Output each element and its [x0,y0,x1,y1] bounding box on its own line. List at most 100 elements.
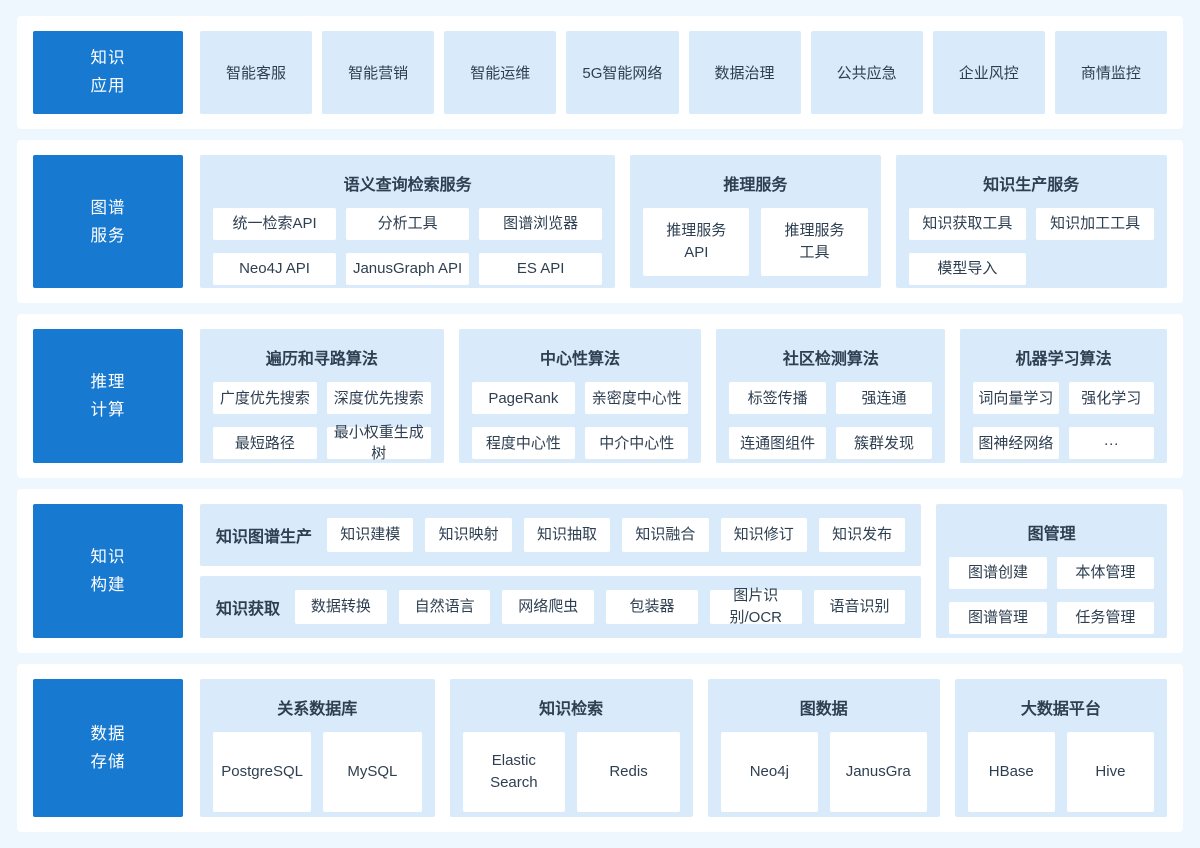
panel-knowledge-retrieval: 知识检索 Elastic Search Redis [449,678,693,818]
item-box: Neo4J API [213,252,337,285]
item-box: Hive [1066,731,1154,812]
layer-label-line: 推理 [90,373,126,392]
layer-label-line: 存储 [90,752,126,771]
item-box: 包装器 [606,589,698,624]
item-box: 词向量学习 [973,382,1059,415]
item-box: 广度优先搜索 [213,382,317,415]
item-box: JanusGraph API [346,252,470,285]
item-box: Elastic Search [462,731,566,812]
band-knowledge-graph-production: 知识图谱生产 知识建模 知识映射 知识抽取 知识融合 知识修订 知识发布 [200,504,922,566]
item-box: 推理服务 工具 [761,207,868,276]
item-box: 知识发布 [818,517,906,552]
item-box: 强化学习 [1068,382,1154,415]
panel-item-row: Neo4j JanusGra [720,731,927,812]
item-box: 知识获取工具 [908,207,1027,240]
band-label: 知识获取 [216,600,281,618]
panel-item-row: PostgreSQL MySQL [213,731,422,812]
panel-item-grid: PageRank 亲密度中心性 程度中心性 中介中心性 [471,382,689,460]
item-box: 中介中心性 [585,427,689,460]
panel-relational-database: 关系数据库 PostgreSQL MySQL [200,678,435,818]
application-chip-list: 智能客服 智能营销 智能运维 5G智能网络 数据治理 公共应急 企业风控 商情监… [200,31,1167,114]
panel-item-row: Elastic Search Redis [462,731,680,812]
item-box: ES API [479,252,603,285]
app-chip: 智能营销 [322,31,435,114]
panel-bigdata-platform: 大数据平台 HBase Hive [954,678,1167,818]
app-chip: 5G智能网络 [566,31,679,114]
layer-graph-services: 图谱 服务 语义查询检索服务 统一检索API 分析工具 图谱浏览器 Neo4J … [17,139,1183,304]
panel-title: 知识生产服务 [983,176,1080,194]
panel-title: 知识检索 [539,700,604,718]
item-box: 程度中心性 [471,427,576,460]
item-box: 图谱创建 [949,557,1047,590]
app-chip: 企业风控 [932,31,1045,114]
panel-traversal-pathfinding-algorithms: 遍历和寻路算法 广度优先搜索 深度优先搜索 最短路径 最小权重生成树 [200,329,444,464]
item-box: 簇群发现 [835,427,933,460]
item-box: 推理服务 API [643,207,750,276]
item-box: MySQL [323,731,422,812]
item-box: 统一检索API [213,207,337,240]
layer-label-line: 应用 [90,77,126,96]
item-box: 最短路径 [213,427,317,460]
item-box: 亲密度中心性 [585,382,689,415]
panel-machine-learning-algorithms: 机器学习算法 词向量学习 强化学习 图神经网络 ··· [960,329,1167,464]
panel-item-row: HBase Hive [967,731,1154,812]
panel-title: 中心性算法 [540,351,621,369]
layer-reasoning-computation: 推理 计算 遍历和寻路算法 广度优先搜索 深度优先搜索 最短路径 最小权重生成树… [17,314,1183,479]
item-box: PageRank [471,382,576,415]
panel-title: 图管理 [1027,526,1076,544]
layer-knowledge-construction: 知识 构建 知识图谱生产 知识建模 知识映射 知识抽取 知识融合 知识修订 知识… [17,489,1183,653]
panel-item-grid: 统一检索API 分析工具 图谱浏览器 Neo4J API JanusGraph … [213,207,603,285]
panel-graph-data: 图数据 Neo4j JanusGra [707,678,940,818]
layer-label-line: 知识 [90,547,126,566]
app-chip: 智能运维 [444,31,557,114]
panel-item-grid: 标签传播 强连通 连通图组件 簇群发现 [729,382,933,460]
app-chip: 公共应急 [810,31,923,114]
item-box: 知识加工工具 [1036,207,1154,240]
panel-title: 图数据 [799,700,848,718]
panel-reasoning-service: 推理服务 推理服务 API 推理服务 工具 [630,154,881,289]
layer-label-line: 服务 [90,226,126,245]
app-chip: 数据治理 [688,31,801,114]
app-chip: 智能客服 [200,31,313,114]
layer-label-line: 图谱 [90,198,126,217]
panel-title: 语义查询检索服务 [343,176,472,194]
panel-item-row: 推理服务 API 推理服务 工具 [643,207,868,276]
item-box: 分析工具 [346,207,470,240]
item-box: 知识抽取 [523,517,611,552]
data-storage-content: 关系数据库 PostgreSQL MySQL 知识检索 Elastic Sear… [200,678,1167,818]
graph-services-content: 语义查询检索服务 统一检索API 分析工具 图谱浏览器 Neo4J API Ja… [200,154,1167,289]
panel-item-grid: 知识获取工具 知识加工工具 模型导入 [908,207,1154,285]
panel-title: 推理服务 [723,176,788,194]
item-box: Redis [577,731,680,812]
panel-item-grid: 广度优先搜索 深度优先搜索 最短路径 最小权重生成树 [213,382,431,462]
panel-item-grid: 图谱创建 本体管理 图谱管理 任务管理 [949,557,1154,635]
item-box: 模型导入 [908,252,1027,285]
item-box: 图谱浏览器 [479,207,603,240]
layer-label-reasoning-computation: 推理 计算 [33,329,183,464]
item-box: 自然语言 [398,589,491,624]
item-box: HBase [967,731,1055,812]
layer-label-line: 构建 [90,575,126,594]
item-box: 图谱管理 [949,602,1047,635]
item-box: 图神经网络 [973,427,1059,460]
item-box: 深度优先搜索 [326,382,431,415]
layer-label-knowledge-application: 知识 应用 [33,31,183,114]
item-box: 知识映射 [425,517,512,552]
item-box: 本体管理 [1056,557,1154,590]
layer-label-line: 计算 [90,401,126,420]
construction-band-column: 知识图谱生产 知识建模 知识映射 知识抽取 知识融合 知识修订 知识发布 知识获… [200,504,922,638]
item-box: Neo4j [720,731,818,812]
panel-title: 机器学习算法 [1015,351,1112,369]
item-box: 知识修订 [720,517,807,552]
band-knowledge-acquisition: 知识获取 数据转换 自然语言 网络爬虫 包装器 图片识别/OCR 语音识别 [200,575,922,638]
panel-title: 遍历和寻路算法 [265,351,378,369]
item-box: 最小权重生成树 [326,424,431,462]
item-box: JanusGra [829,731,927,812]
item-box: 数据转换 [295,589,387,624]
panel-knowledge-production-service: 知识生产服务 知识获取工具 知识加工工具 模型导入 [895,154,1167,289]
item-box: 知识建模 [327,517,414,552]
item-box: 强连通 [835,382,933,415]
panel-centrality-algorithms: 中心性算法 PageRank 亲密度中心性 程度中心性 中介中心性 [458,329,702,464]
app-chip: 商情监控 [1054,31,1167,114]
layer-label-line: 数据 [90,724,126,743]
